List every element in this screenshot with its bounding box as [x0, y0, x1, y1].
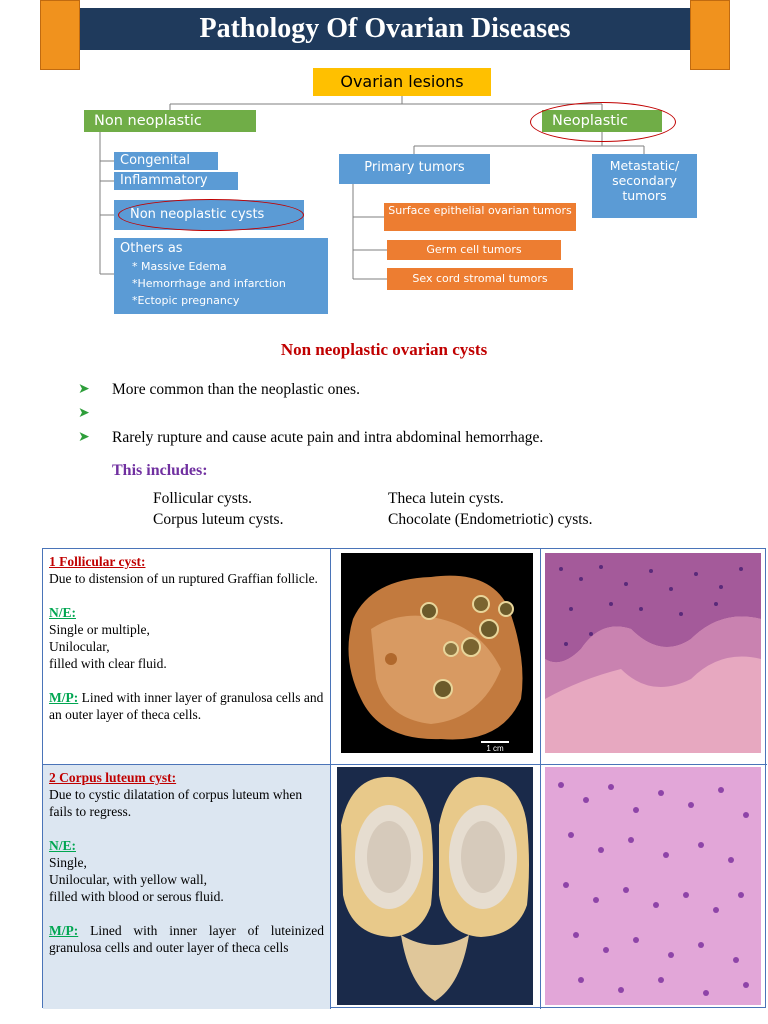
includes-right-list: Theca lutein cysts. Chocolate (Endometri…: [388, 488, 592, 530]
mp-label: M/P:: [49, 923, 79, 938]
scale-bar-label: 1 cm: [486, 744, 504, 753]
mp-text: Lined with inner layer of luteinized gra…: [49, 923, 324, 955]
bullet-list: ➤ More common than the neoplastic ones. ➤…: [78, 380, 543, 452]
follicular-cyst-micro-image: [545, 553, 761, 753]
ne-label: N/E:: [49, 605, 76, 620]
cysts-highlight-ellipse: [118, 199, 304, 231]
includes-left-list: Follicular cysts. Corpus luteum cysts.: [153, 488, 283, 530]
follicular-cyst-gross-image: 1 cm: [341, 553, 533, 753]
ne-line: filled with clear fluid.: [49, 656, 167, 671]
sex-cord-box: Sex cord stromal tumors: [387, 268, 573, 290]
corpus-luteum-gross-image-cell: [331, 765, 541, 1009]
includes-item: Theca lutein cysts.: [388, 490, 504, 507]
bullet-text: More common than the neoplastic ones.: [112, 381, 360, 398]
ne-label: N/E:: [49, 838, 76, 853]
arrow-bullet-icon: ➤: [78, 430, 90, 445]
ne-line: Single,: [49, 855, 87, 870]
arrow-bullet-icon: ➤: [78, 406, 90, 421]
others-box: Others as * Massive Edema *Hemorrhage an…: [114, 238, 328, 314]
section-title: Non neoplastic ovarian cysts: [280, 340, 488, 359]
mp-label: M/P:: [49, 690, 79, 705]
inflammatory-box: Inflammatory: [114, 172, 238, 190]
left-accent-tab: [40, 0, 80, 70]
others-title: Others as: [120, 241, 183, 256]
bullet-item: ➤: [78, 404, 543, 428]
bullet-text: Rarely rupture and cause acute pain and …: [112, 429, 544, 446]
ne-line: Unilocular,: [49, 639, 110, 654]
ne-line: filled with blood or serous fluid.: [49, 889, 224, 904]
corpus-luteum-cyst-cell: 2 Corpus luteum cyst: Due to cystic dila…: [43, 765, 331, 1009]
follicular-gross-image-cell: 1 cm: [331, 549, 541, 765]
others-item: *Ectopic pregnancy: [132, 294, 240, 307]
corpus-luteum-micro-image: [545, 767, 761, 1005]
ne-line: Single or multiple,: [49, 622, 150, 637]
others-item: * Massive Edema: [132, 260, 227, 273]
non-neoplastic-box: Non neoplastic: [84, 110, 256, 132]
follicular-cyst-cell: 1 Follicular cyst: Due to distension of …: [43, 549, 331, 765]
diagram-connectors: [99, 96, 645, 280]
bullet-item: ➤ Rarely rupture and cause acute pain and…: [78, 428, 543, 452]
arrow-bullet-icon: ➤: [78, 382, 90, 397]
surface-epithelial-box: Surface epithelial ovarian tumors: [384, 203, 576, 231]
germ-cell-box: Germ cell tumors: [387, 240, 561, 260]
neoplastic-highlight-ellipse: [530, 102, 676, 142]
includes-item: Chocolate (Endometriotic) cysts.: [388, 511, 593, 528]
follicular-cyst-desc: Due to distension of un ruptured Graffia…: [49, 571, 318, 586]
primary-tumors-box: Primary tumors: [339, 154, 490, 184]
ne-line: Unilocular, with yellow wall,: [49, 872, 208, 887]
corpus-luteum-gross-image: [337, 767, 533, 1005]
mp-text: Lined with inner layer of granulosa cell…: [49, 690, 324, 722]
corpus-luteum-desc: Due to cystic dilatation of corpus luteu…: [49, 787, 303, 819]
follicular-cyst-heading: 1 Follicular cyst:: [49, 554, 146, 569]
others-item: *Hemorrhage and infarction: [132, 277, 286, 290]
includes-item: Corpus luteum cysts.: [153, 511, 284, 528]
page-title: Pathology Of Ovarian Diseases: [80, 8, 690, 50]
follicular-micro-image-cell: [541, 549, 767, 765]
corpus-luteum-micro-image-cell: [541, 765, 767, 1009]
cyst-table: 1 Follicular cyst: Due to distension of …: [42, 548, 767, 1009]
congenital-box: Congenital: [114, 152, 218, 170]
corpus-luteum-heading: 2 Corpus luteum cyst:: [49, 770, 177, 785]
includes-label: This includes:: [112, 462, 208, 479]
includes-item: Follicular cysts.: [153, 490, 253, 507]
right-accent-tab: [690, 0, 730, 70]
metastatic-tumors-box: Metastatic/ secondary tumors: [592, 154, 697, 218]
ovarian-lesions-box: Ovarian lesions: [313, 68, 491, 96]
bullet-item: ➤ More common than the neoplastic ones.: [78, 380, 543, 404]
